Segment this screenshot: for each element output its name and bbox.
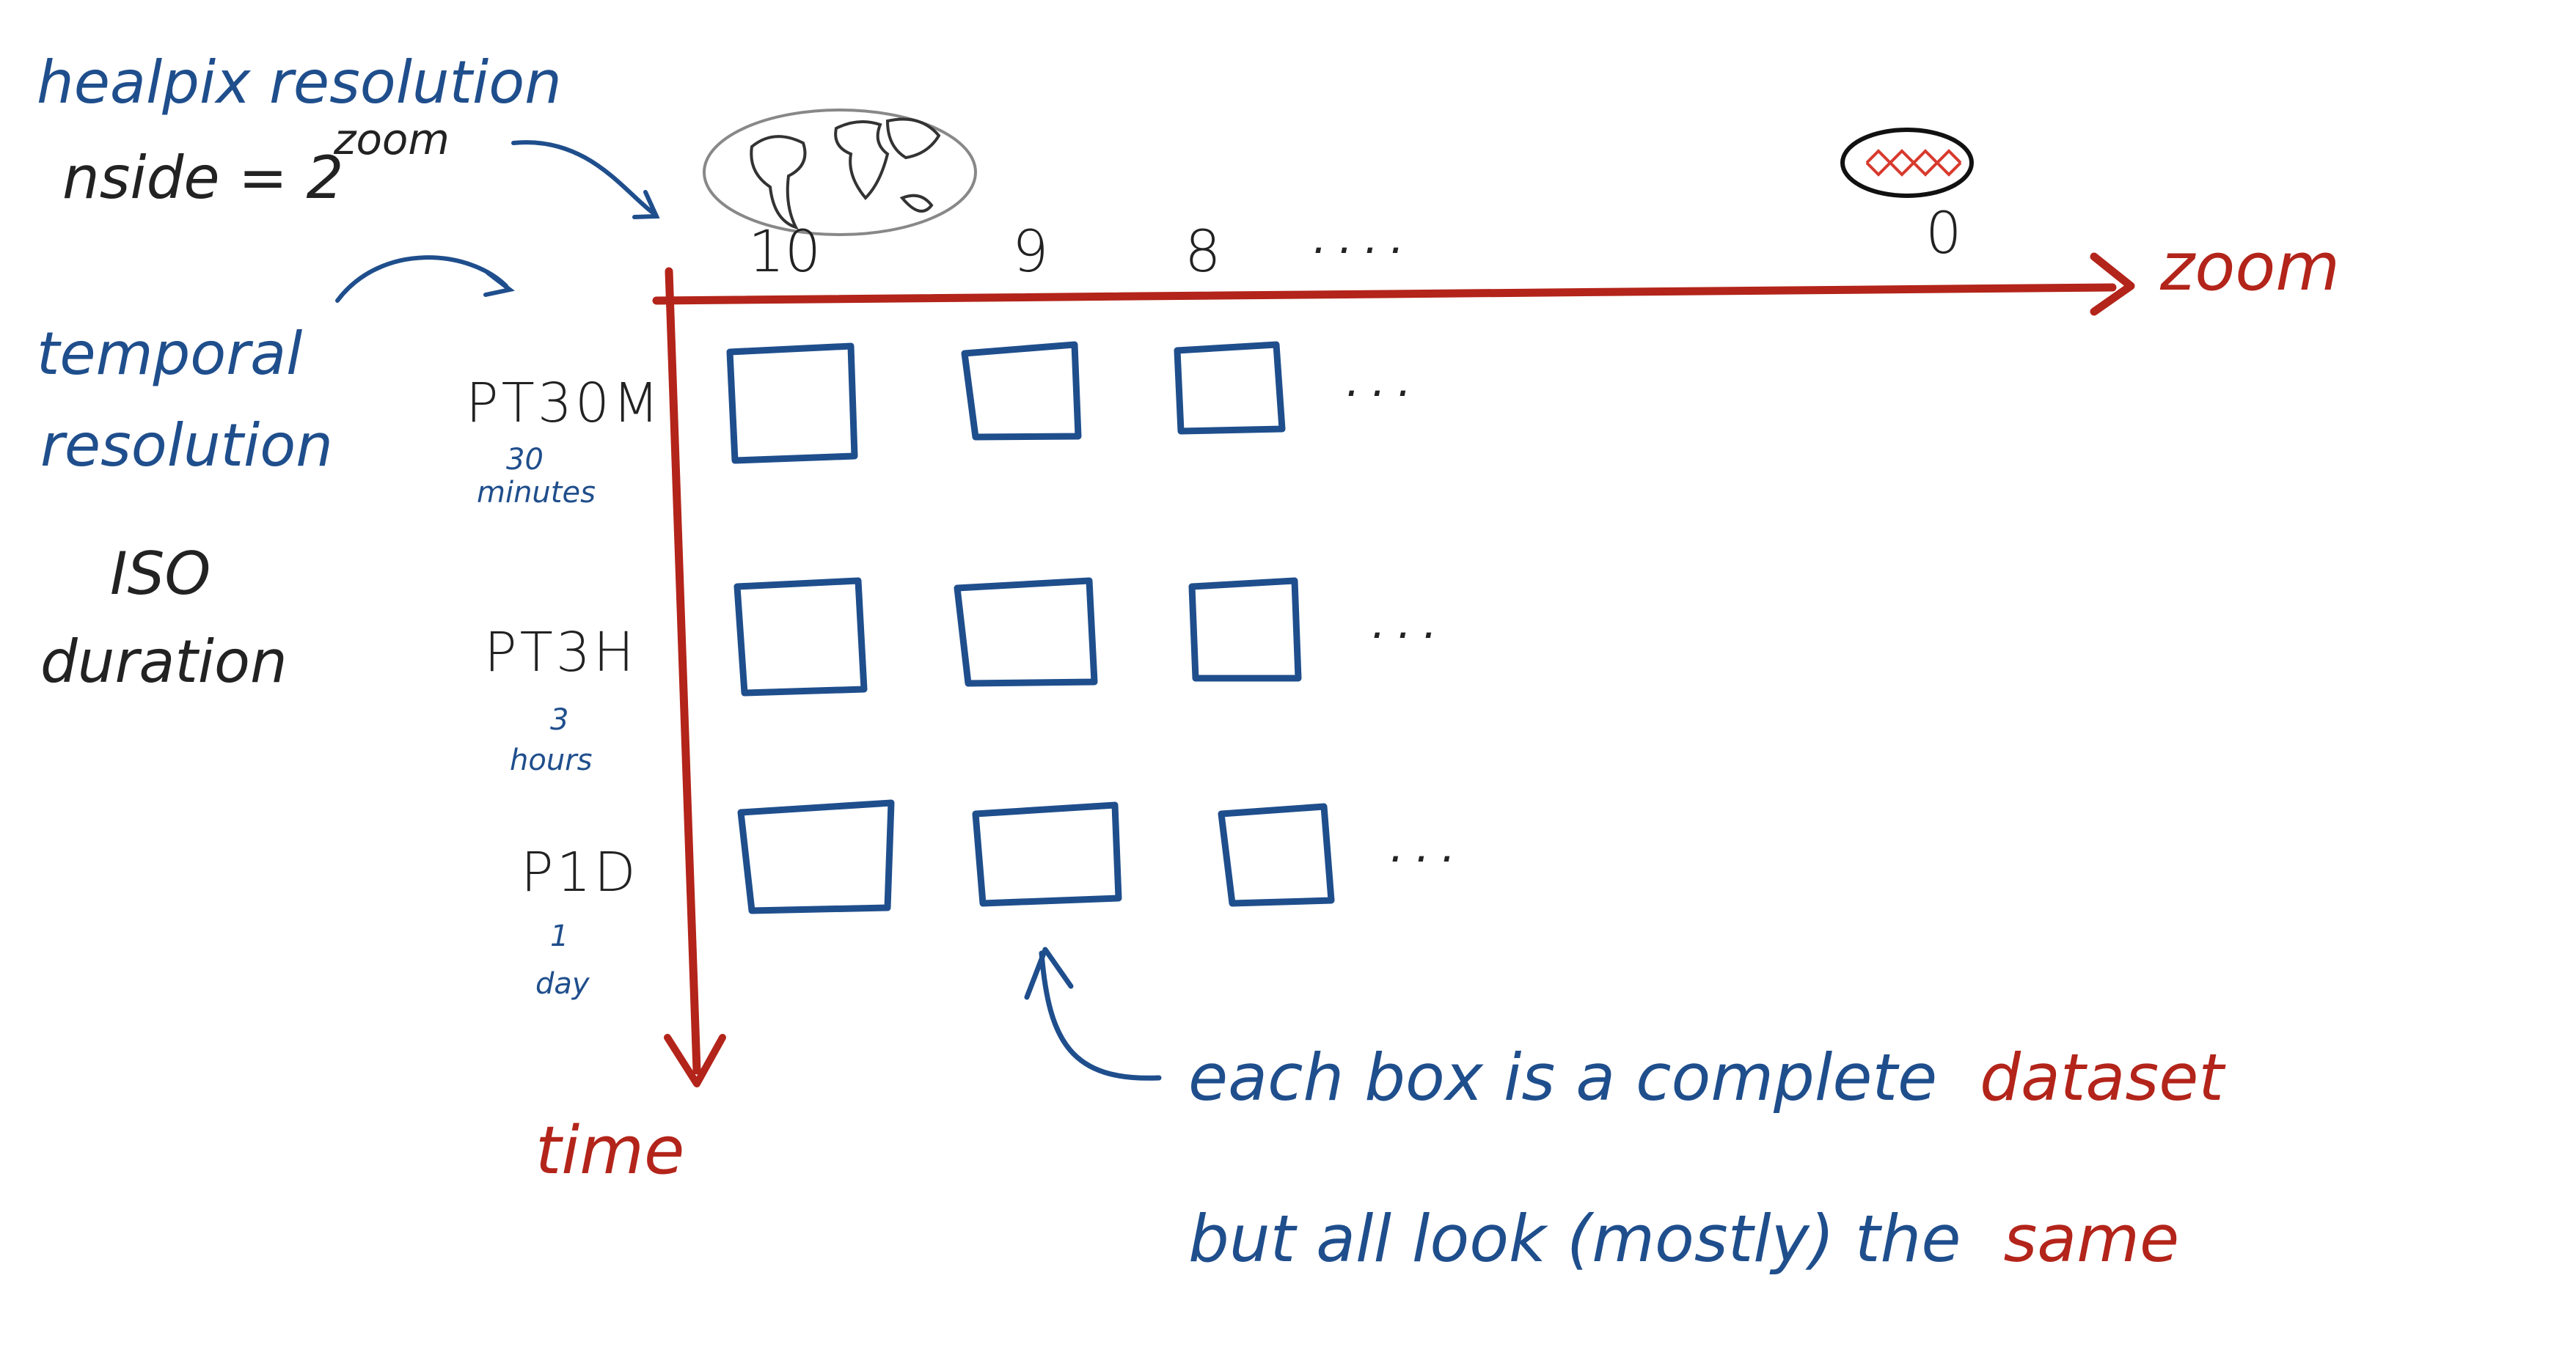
zoom-tick-ellipsis: .... (1313, 213, 1416, 264)
dataset-box (1174, 341, 1286, 435)
zoom-axis (652, 283, 2117, 305)
caption-pointer-arrow (1039, 950, 1162, 1081)
zoom-axis-label: zoom (2159, 229, 2340, 306)
zoom-axis-arrowhead (2090, 252, 2135, 316)
dataset-box (726, 342, 858, 464)
row-sub-value: 30 (506, 443, 544, 477)
dataset-box (733, 577, 868, 697)
row-sub-value: 3 (550, 703, 568, 737)
dataset-box-grid (726, 341, 1335, 914)
nside-exponent: zoom (333, 114, 450, 164)
dataset-box (737, 799, 895, 914)
row-label-pt30m: PT30M (466, 372, 662, 435)
zoom-tick-label: 0 (1925, 201, 1962, 267)
temporal-pointer-arrow (335, 255, 508, 303)
row-sub-unit: hours (510, 743, 592, 777)
caption-pointer-head (1024, 947, 1074, 1000)
zoom-tick-label: 9 (1012, 219, 1049, 285)
duration-label: duration (40, 628, 288, 696)
dataset-box (972, 801, 1122, 907)
healpix-coarse-icon (1840, 128, 1974, 198)
row-sub-value: 1 (550, 919, 568, 953)
dataset-box (1218, 803, 1335, 907)
formula-pointer-head (632, 190, 660, 219)
world-map-icon (703, 109, 977, 236)
temporal-pointer-head (483, 271, 515, 297)
dataset-box (961, 341, 1082, 441)
time-axis (665, 267, 701, 1075)
row-ellipsis: ... (1372, 598, 1449, 649)
nside-formula: nside = 2 (62, 144, 343, 212)
time-axis-label: time (535, 1112, 684, 1189)
row-ellipsis: ... (1346, 356, 1423, 407)
healpix-resolution-note: healpix resolution (37, 48, 562, 117)
caption-line-1-emphasis: dataset (1980, 1040, 2226, 1115)
resolution-label: resolution (40, 411, 333, 480)
formula-pointer-arrow (511, 140, 655, 215)
time-axis-arrowhead (664, 1034, 726, 1087)
caption-line-2: but all look (mostly) the same (1188, 1201, 2179, 1277)
temporal-label: temporal (37, 320, 302, 388)
caption-line-1-main: each box is a complete (1188, 1040, 1937, 1115)
caption-line-2-main: but all look (mostly) the (1188, 1201, 1961, 1277)
caption-line-2-emphasis: same (2003, 1201, 2179, 1277)
row-sub-unit: minutes (477, 476, 596, 510)
row-ellipsis: ... (1390, 821, 1467, 873)
iso-label: ISO (110, 540, 211, 608)
row-sub-unit: day (535, 967, 590, 1001)
zoom-tick-label: 8 (1185, 219, 1221, 285)
row-label-p1d: P1D (521, 841, 639, 904)
row-label-pt3h: PT3H (484, 621, 637, 684)
dataset-box (1188, 577, 1302, 682)
zoom-tick-label: 10 (748, 219, 821, 285)
dataset-box (954, 577, 1098, 687)
caption-line-1: each box is a complete dataset (1188, 1040, 2226, 1115)
